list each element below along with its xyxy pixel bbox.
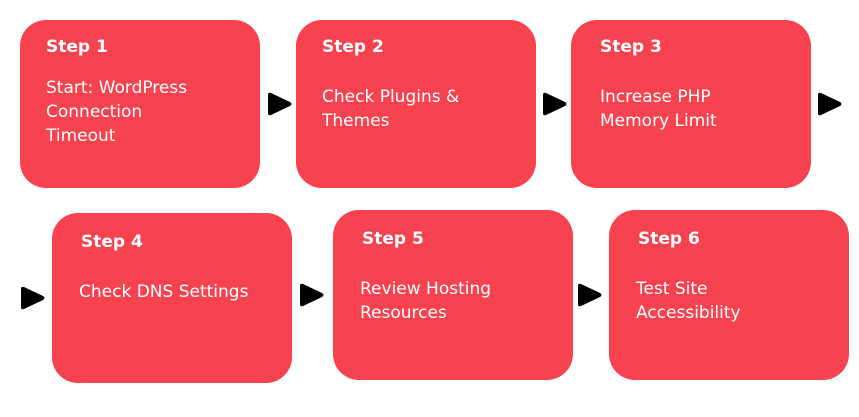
play-arrow-icon — [816, 90, 844, 118]
step-2-card: Step 2 Check Plugins & Themes — [296, 20, 536, 188]
step-5-card: Step 5 Review Hosting Resources — [333, 210, 573, 380]
step-6-label: Step 6 — [638, 229, 700, 249]
step-3-card: Step 3 Increase PHP Memory Limit — [571, 20, 811, 188]
step-4-card: Step 4 Check DNS Settings — [52, 213, 292, 383]
play-arrow-icon — [266, 90, 294, 118]
play-arrow-icon — [298, 281, 326, 309]
step-5-text: Review Hosting Resources — [360, 279, 492, 323]
step-1-label: Step 1 — [46, 37, 108, 57]
play-arrow-icon — [541, 90, 569, 118]
step-1-card: Step 1 Start: WordPress Connection Timeo… — [20, 20, 260, 188]
play-arrow-icon — [576, 281, 604, 309]
play-arrow-icon — [19, 284, 47, 312]
step-3-text: Increase PHP Memory Limit — [600, 87, 717, 131]
step-5-label: Step 5 — [362, 229, 424, 249]
step-3-label: Step 3 — [600, 37, 662, 57]
step-2-label: Step 2 — [322, 37, 384, 57]
step-6-text: Test Site Accessibility — [636, 279, 741, 323]
step-6-card: Step 6 Test Site Accessibility — [609, 210, 849, 380]
step-4-text: Check DNS Settings — [79, 282, 249, 302]
step-1-text: Start: WordPress Connection Timeout — [46, 78, 188, 146]
step-4-label: Step 4 — [81, 232, 143, 252]
step-2-text: Check Plugins & Themes — [322, 87, 460, 131]
